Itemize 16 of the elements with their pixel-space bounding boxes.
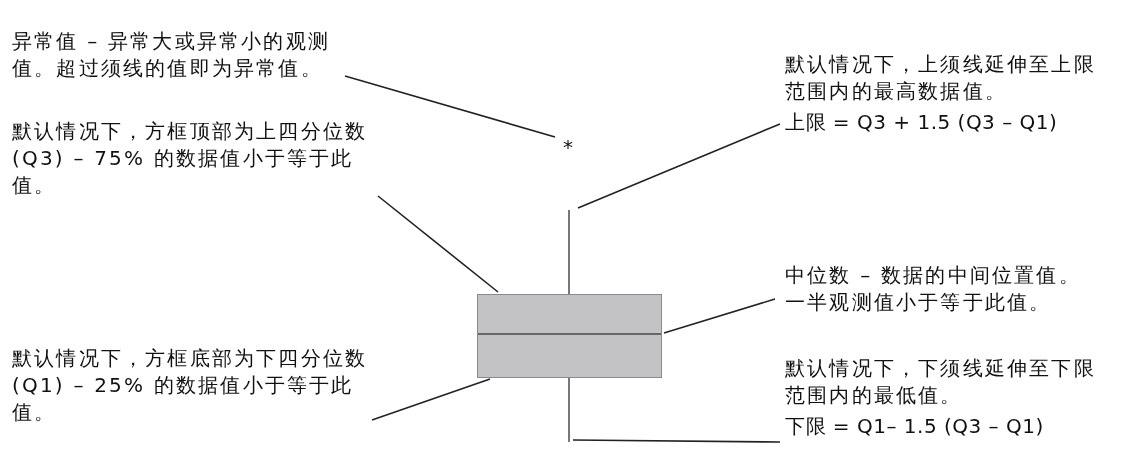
box-plot-box xyxy=(477,294,662,378)
outlier-mark: * xyxy=(563,134,579,161)
annotation-text: 默认情况下，下须线延伸至下限范围内的最低值。 xyxy=(785,355,1097,409)
annotation-text: 默认情况下，方框顶部为上四分位数 (Q3) – 75% 的数据值小于等于此值。 xyxy=(12,118,370,202)
annotation-text: 异常值 – 异常大或异常小的观测值。超过须线的值即为异常值。 xyxy=(12,28,370,88)
leader-line xyxy=(371,378,491,421)
leader-line xyxy=(572,439,781,443)
formula-text: 上限 = Q3 + 1.5 (Q3 – Q1) xyxy=(785,109,1059,136)
leader-line xyxy=(577,123,781,209)
leader-line xyxy=(344,75,556,138)
annotation-text: 中位数 – 数据的中间位置值。一半观测值小于等于此值。 xyxy=(785,262,1097,318)
annotation-text: 默认情况下，上须线延伸至上限范围内的最高数据值。 xyxy=(785,51,1097,105)
leader-line xyxy=(377,195,499,293)
formula-text: 下限 = Q1– 1.5 (Q3 – Q1) xyxy=(785,413,1045,440)
annotation-text: 默认情况下，方框底部为下四分位数 (Q1) – 25% 的数据值小于等于此值。 xyxy=(12,345,370,429)
leader-line xyxy=(663,298,776,334)
